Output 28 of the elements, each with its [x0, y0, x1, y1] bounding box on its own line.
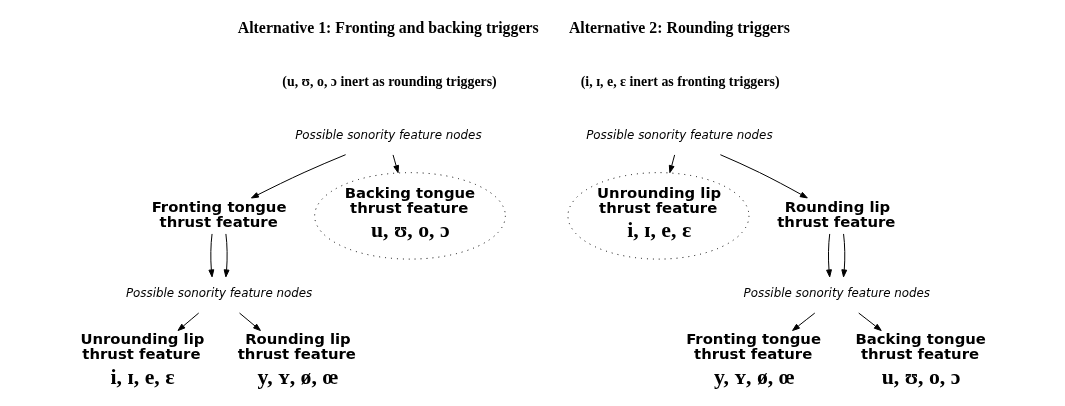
- arrow: [392, 154, 399, 174]
- arrow: [857, 312, 882, 331]
- arrow: [825, 233, 832, 278]
- label: (i, ɪ, e, ɛ inert as fronting triggers): [580, 74, 780, 90]
- arrow: [177, 312, 199, 331]
- node-ellipse: Unrounding lip thrust feature i, ɪ, e, ɛ: [566, 172, 749, 260]
- label: Alternative 2: Rounding triggers: [568, 18, 790, 36]
- arrow: [719, 154, 808, 199]
- node-text: Backing tongue thrust feature u, ʊ, o, ɔ: [854, 330, 986, 389]
- arrow: [207, 233, 214, 278]
- node-text: Possible sonority feature nodes: [294, 128, 482, 143]
- label: Alternative 1: Fronting and backing triggers: [237, 18, 539, 36]
- arrow: [840, 233, 847, 278]
- node-text: Possible sonority feature nodes: [125, 286, 312, 301]
- label: (u, ʊ, o, ɔ inert as rounding triggers): [281, 74, 497, 90]
- node-text: Fronting tongue thrust feature: [151, 197, 286, 230]
- arrow: [668, 154, 675, 174]
- node-text: Rounding lip thrust feature y, ʏ, ø, œ: [237, 330, 356, 389]
- arrow: [223, 233, 229, 278]
- arrow: [250, 154, 346, 199]
- node-ellipse: Backing tongue thrust feature u, ʊ, o, ɔ: [313, 172, 506, 260]
- node-text: Unrounding lip thrust feature i, ɪ, e, ɛ: [79, 330, 204, 389]
- node-text: Possible sonority feature nodes: [743, 286, 930, 301]
- node-text: Possible sonority feature nodes: [585, 128, 773, 143]
- node-text: Rounding lip thrust feature: [776, 197, 895, 230]
- node-text: Fronting tongue thrust feature y, ʏ, ø, œ: [685, 330, 821, 389]
- arrow: [238, 312, 261, 331]
- arrow: [791, 312, 815, 331]
